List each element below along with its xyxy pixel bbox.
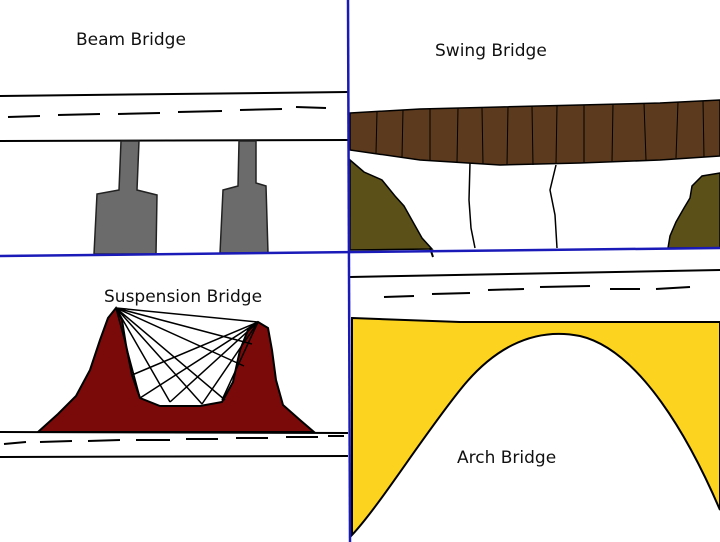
swing-bridge-label: Swing Bridge [435, 41, 547, 61]
suspension-cables [115, 307, 259, 405]
swing-bank-left [349, 158, 434, 251]
swing-support-right [549, 164, 558, 249]
swing-bank-right [667, 172, 720, 249]
suspension-bridge-label: Suspension Bridge [104, 287, 263, 307]
suspension-road-center-dashes [3, 435, 344, 445]
arch-bridge-label: Arch Bridge [457, 448, 557, 468]
swing-support-left [468, 162, 476, 249]
arch-road-center-dashes [383, 285, 691, 298]
swing-wooden-deck [349, 99, 720, 166]
swing-water-stroke [429, 247, 434, 258]
beam-pier-right [219, 140, 269, 254]
arch-bridge-body [351, 316, 720, 538]
arch-bridge-panel [349, 269, 720, 538]
divider-vertical [346, 0, 352, 542]
beam-bridge-panel [0, 91, 349, 255]
divider-horizontal [0, 246, 720, 258]
beam-road-center-dashes [7, 106, 327, 118]
suspension-road-bottom-edge [0, 455, 349, 458]
beam-road-bottom-edge [0, 139, 349, 142]
beam-road-top-edge [0, 91, 349, 97]
swing-bridge-panel [349, 99, 720, 258]
swing-deck-planks [375, 100, 705, 166]
suspension-tower-fill [35, 306, 317, 433]
suspension-bridge-panel [0, 306, 349, 458]
beam-bridge-label: Beam Bridge [76, 30, 186, 50]
beam-pier-left [93, 140, 158, 255]
suspension-road-top-edge [0, 431, 349, 434]
arch-road-top-edge [349, 269, 720, 278]
